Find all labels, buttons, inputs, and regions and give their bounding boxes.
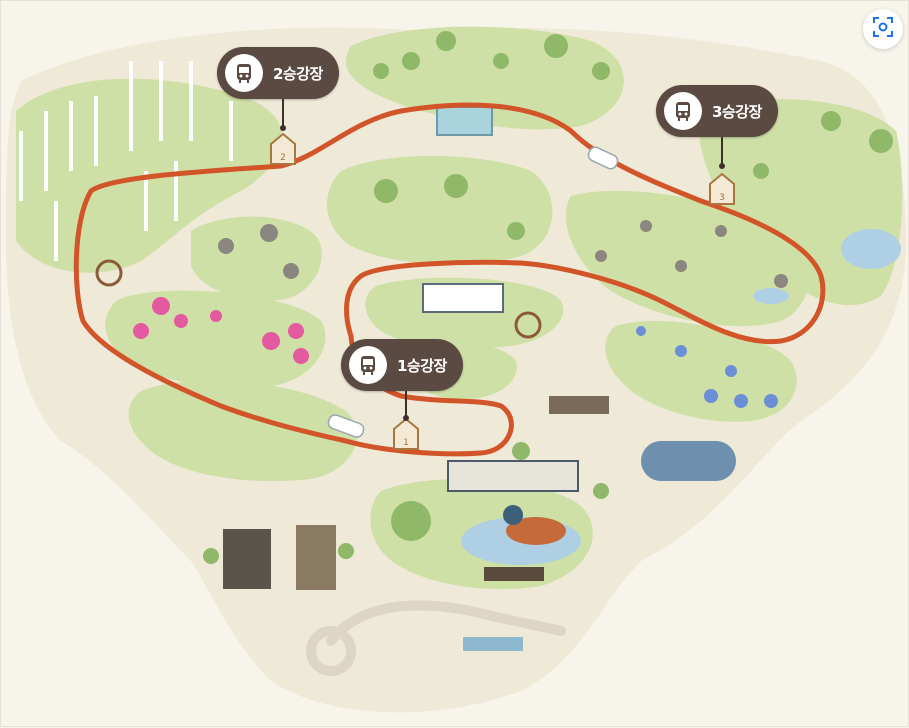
- stop-sign-2: 2: [270, 132, 296, 165]
- mandarin-duck: [503, 505, 566, 545]
- pavilion-pond: [484, 567, 544, 581]
- night-pool: [641, 441, 736, 481]
- station-pin-3-stem: [721, 137, 723, 165]
- pond-northeast: [841, 229, 901, 269]
- station-pin-2-stem: [282, 99, 284, 127]
- grass-southwest: [128, 380, 358, 482]
- bench-pavilion: [463, 637, 523, 651]
- greenhouse: [436, 106, 493, 136]
- station-pin-1-stem: [405, 391, 407, 417]
- stop-sign-3: 3: [709, 172, 735, 205]
- station-pin-2[interactable]: 2승강장: [217, 47, 339, 99]
- water-wheels: [95, 259, 542, 339]
- buildings: [223, 106, 609, 651]
- trees: [203, 31, 893, 564]
- visitor-center: [447, 460, 579, 492]
- stop-sign-3-number: 3: [719, 193, 725, 203]
- tram-south: [327, 414, 365, 438]
- stop-signs: 1 2 3: [270, 132, 735, 450]
- main-hall: [422, 283, 504, 313]
- tram-route: [73, 102, 826, 457]
- bus-icon: [225, 54, 263, 92]
- station-pin-1-dot: [403, 415, 409, 421]
- stop-sign-1-number: 1: [403, 438, 409, 448]
- walkways: [306, 600, 566, 676]
- grass-rock-garden: [565, 190, 811, 327]
- station-label-2: 2승강장: [273, 64, 323, 83]
- station-pin-3-dot: [719, 163, 725, 169]
- station-pin-1[interactable]: 1승강장: [341, 339, 463, 391]
- bus-icon: [349, 346, 387, 384]
- tram-east: [587, 146, 619, 170]
- station-pin-2-dot: [280, 125, 286, 131]
- grass-stone-garden: [191, 216, 322, 301]
- bus-icon: [664, 92, 702, 130]
- birch-trees: [19, 61, 233, 261]
- pond-rock-garden: [753, 288, 789, 304]
- station-label-1: 1승강장: [397, 356, 447, 375]
- visual-search-button[interactable]: [863, 9, 903, 49]
- station-pin-3[interactable]: 3승강장: [656, 85, 778, 137]
- rocks: [218, 220, 788, 288]
- hall-southwest-2: [296, 525, 336, 590]
- stop-sign-2-number: 2: [280, 153, 286, 163]
- grass-center-north: [327, 156, 553, 265]
- trams: [327, 146, 619, 438]
- station-label-3: 3승강장: [712, 102, 762, 121]
- flowers: [133, 297, 309, 364]
- hanok: [549, 396, 609, 414]
- grass-hydrangea: [605, 320, 797, 422]
- hall-southwest-1: [223, 529, 271, 589]
- hydrangeas: [636, 326, 778, 408]
- visual-search-icon: [872, 16, 894, 42]
